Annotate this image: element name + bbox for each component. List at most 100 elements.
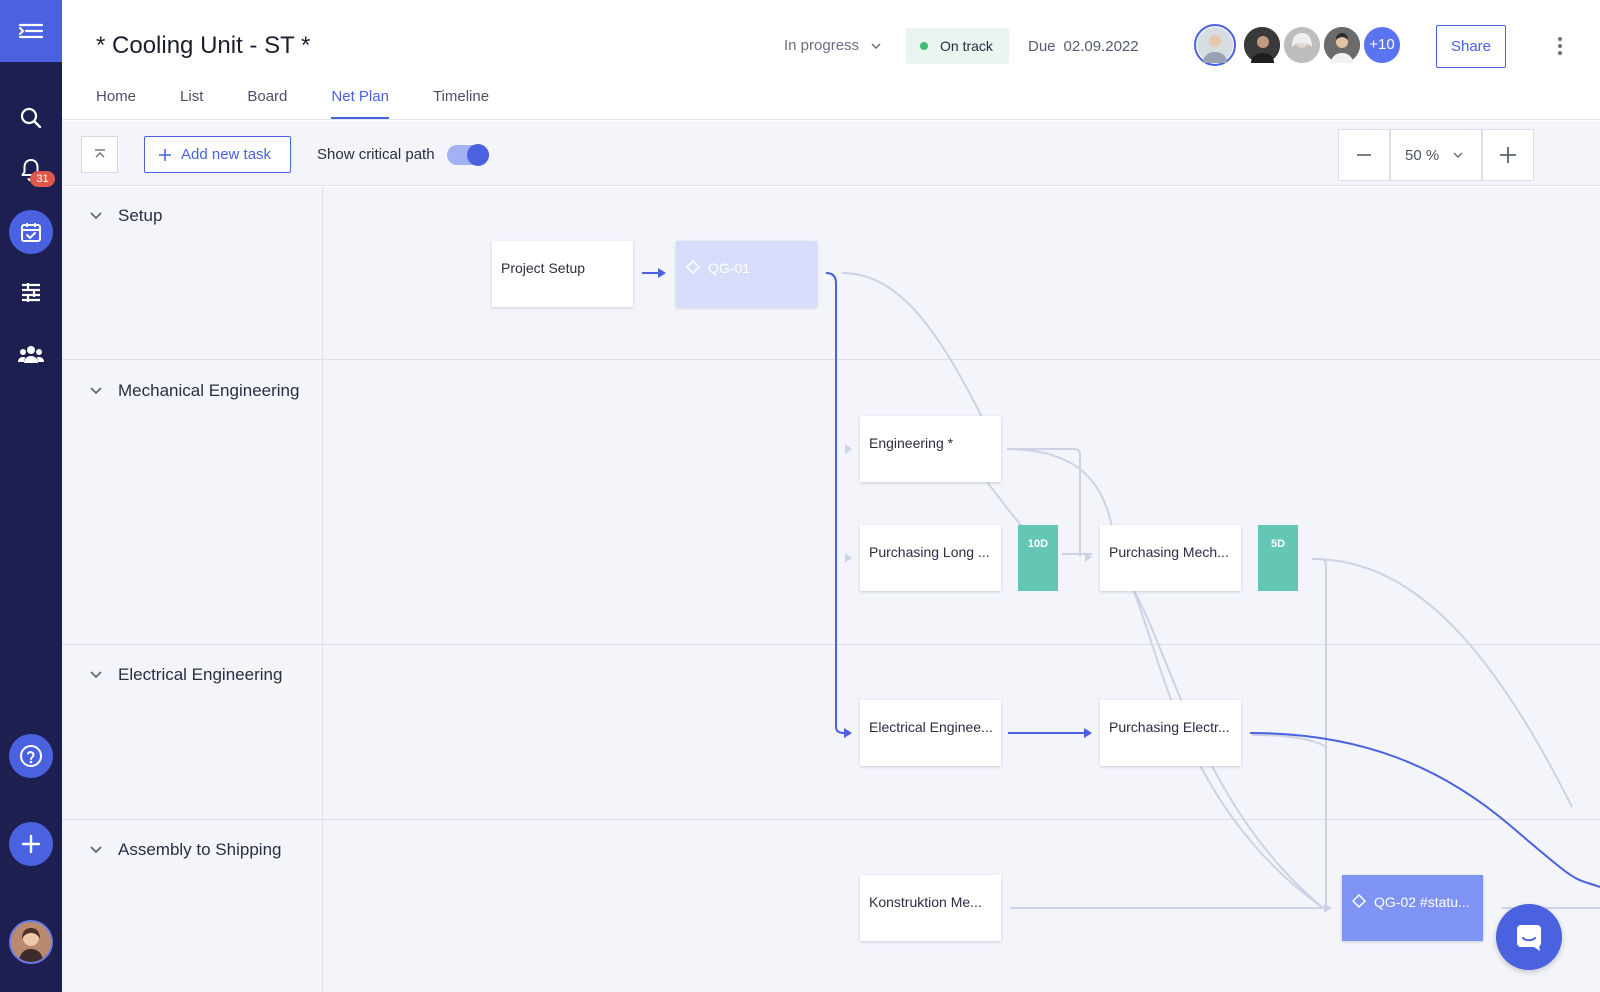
zoom-level-dropdown[interactable]: 50 % <box>1390 129 1482 181</box>
task-card[interactable]: Purchasing Long ... <box>860 525 1001 591</box>
milestone-diamond-icon <box>1352 894 1366 908</box>
lane-label: Mechanical Engineering <box>118 381 300 400</box>
more-members-button[interactable]: +10 <box>1362 25 1402 65</box>
project-title: * Cooling Unit - ST * <box>96 32 311 59</box>
task-card[interactable]: Engineering * <box>860 416 1001 482</box>
chevron-down-icon <box>1453 152 1463 158</box>
chevron-down-icon <box>90 212 102 220</box>
menu-toggle-button[interactable] <box>0 0 62 62</box>
task-card[interactable]: Purchasing Electr... <box>1100 700 1241 766</box>
kebab-dot-icon <box>1558 37 1562 41</box>
plus-icon <box>159 148 171 161</box>
zoom-level-value: 50 % <box>1405 146 1440 164</box>
team-icon <box>18 346 44 363</box>
minus-icon <box>1357 154 1371 156</box>
task-card[interactable]: Purchasing Mech... <box>1100 525 1241 591</box>
milestone-label: QG-01 <box>708 260 751 276</box>
member-avatar[interactable] <box>1242 25 1282 65</box>
lag-badge[interactable]: 5D <box>1258 525 1298 591</box>
lane-label: Assembly to Shipping <box>118 840 282 859</box>
lane-label: Setup <box>118 206 163 225</box>
milestone-label: QG-02 #statu... <box>1374 894 1470 910</box>
search-icon <box>20 107 42 129</box>
due-date[interactable]: Due 02.09.2022 <box>1028 38 1139 55</box>
chevron-down-icon <box>90 846 102 854</box>
chat-support-button[interactable] <box>1496 904 1562 970</box>
tab-board[interactable]: Board <box>247 88 288 105</box>
health-status-badge[interactable]: On track <box>906 28 1009 64</box>
lane-electrical-engineering[interactable]: Electrical Engineering <box>90 665 282 685</box>
member-avatar-image <box>1244 27 1280 63</box>
project-tabs: Home List Board Net Plan Timeline <box>96 88 533 119</box>
project-header: * Cooling Unit - ST * In progress On tra… <box>62 0 1600 120</box>
due-label: Due <box>1028 38 1056 55</box>
share-button[interactable]: Share <box>1436 25 1506 68</box>
status-dropdown[interactable]: In progress <box>784 37 881 54</box>
member-avatar-image <box>1284 27 1320 63</box>
critical-path-toggle[interactable] <box>447 144 489 166</box>
dependency-links <box>642 268 1600 913</box>
netplan-canvas[interactable]: Setup Mechanical Engineering Electrical … <box>62 187 1600 992</box>
task-card[interactable]: Project Setup <box>492 241 633 307</box>
user-avatar[interactable] <box>9 920 53 964</box>
status-value: In progress <box>784 37 860 54</box>
health-status-label: On track <box>940 38 993 54</box>
milestone-card[interactable]: QG-02 #statu... <box>1342 875 1483 941</box>
more-options-button[interactable] <box>1550 32 1570 60</box>
plus-icon <box>21 834 41 854</box>
lane-mechanical-engineering[interactable]: Mechanical Engineering <box>90 381 299 401</box>
add-new-task-label: Add new task <box>181 146 272 163</box>
tab-list[interactable]: List <box>180 88 204 105</box>
netplan-toolbar: Add new task Show critical path 50 % <box>62 121 1600 186</box>
create-button[interactable] <box>9 822 53 866</box>
lane-header-column <box>62 187 323 992</box>
lane-divider <box>62 644 1600 645</box>
lane-assembly-to-shipping[interactable]: Assembly to Shipping <box>90 840 281 860</box>
projects-nav-button[interactable] <box>9 210 53 254</box>
milestone-diamond-icon <box>686 260 700 274</box>
tab-timeline[interactable]: Timeline <box>432 88 490 105</box>
collapse-up-icon <box>94 148 105 157</box>
calendar-check-icon <box>21 223 41 242</box>
lane-divider <box>62 359 1600 360</box>
portfolio-nav-button[interactable] <box>9 270 53 314</box>
task-card[interactable]: Konstruktion Me... <box>860 875 1001 941</box>
user-avatar-image <box>11 922 51 962</box>
zoom-out-button[interactable] <box>1338 129 1390 181</box>
search-button[interactable] <box>9 96 53 140</box>
task-card[interactable]: Electrical Enginee... <box>860 700 1001 766</box>
lag-badge[interactable]: 10D <box>1018 525 1058 591</box>
due-date-value: 02.09.2022 <box>1063 38 1139 55</box>
add-new-task-button[interactable]: Add new task <box>144 136 291 173</box>
kebab-dot-icon <box>1558 51 1562 55</box>
collapse-all-button[interactable] <box>81 136 118 173</box>
chat-icon <box>1517 925 1541 951</box>
chevron-down-icon <box>90 387 102 395</box>
chevron-down-icon <box>90 671 102 679</box>
status-dot-icon <box>920 42 928 50</box>
menu-expand-icon <box>18 23 44 39</box>
critical-path-label: Show critical path <box>317 146 435 163</box>
lane-setup[interactable]: Setup <box>90 206 162 226</box>
help-icon <box>20 745 42 767</box>
chevron-down-icon <box>871 42 881 49</box>
member-avatar[interactable] <box>1282 25 1322 65</box>
zoom-in-button[interactable] <box>1482 129 1534 181</box>
help-button[interactable] <box>9 734 53 778</box>
lane-label: Electrical Engineering <box>118 665 283 684</box>
timeline-bars-icon <box>22 283 40 302</box>
member-avatar-image <box>1324 27 1360 63</box>
notification-badge: 31 <box>30 171 55 187</box>
tab-home[interactable]: Home <box>96 88 137 105</box>
app-sidebar: 31 <box>0 0 62 992</box>
lane-divider <box>62 819 1600 820</box>
member-avatar[interactable] <box>1322 25 1362 65</box>
plus-icon <box>1500 147 1516 163</box>
kebab-dot-icon <box>1558 44 1562 48</box>
member-avatar[interactable] <box>1194 24 1236 66</box>
milestone-card[interactable]: QG-01 <box>676 241 817 307</box>
team-nav-button[interactable] <box>9 332 53 376</box>
member-avatar-image <box>1197 27 1233 63</box>
toggle-knob <box>467 144 489 166</box>
tab-net-plan[interactable]: Net Plan <box>331 88 389 119</box>
